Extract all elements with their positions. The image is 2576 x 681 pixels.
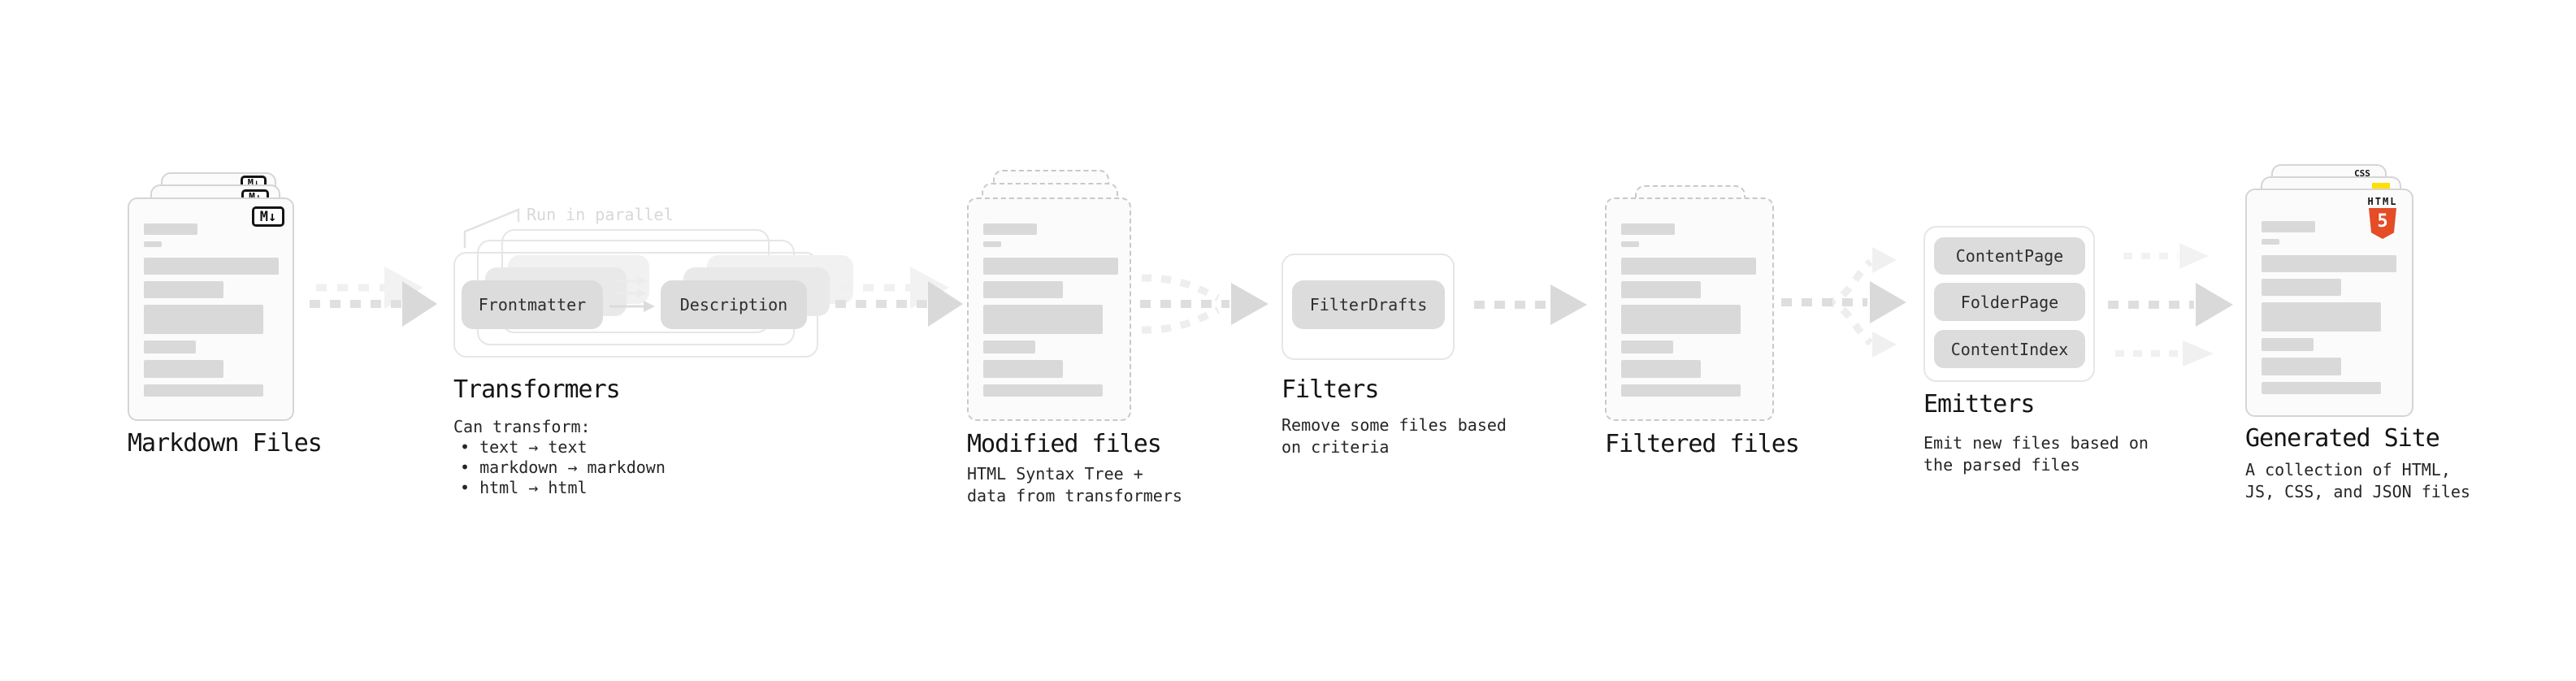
filter-node-filterdrafts: FilterDrafts (1292, 280, 1445, 329)
text-line-bar (983, 360, 1063, 378)
text-line-bar (144, 281, 223, 298)
callout-leader-line (463, 208, 520, 248)
site-desc: A collection of HTML, (2245, 460, 2451, 479)
text-line-bar (983, 241, 1001, 247)
text-line-bar (2262, 239, 2279, 245)
modified-desc: data from transformers (967, 486, 1182, 505)
site-file-html: HTML 5 (2245, 189, 2413, 417)
text-line-bar (2262, 255, 2396, 272)
text-line-bar (2262, 221, 2315, 232)
text-line-bar (983, 340, 1035, 354)
arrow-filters-to-filtered (1474, 284, 1587, 325)
text-line-bar (144, 360, 223, 378)
arrows-frontmatter-to-description (609, 276, 655, 312)
run-in-parallel-callout: Run in parallel (527, 205, 674, 224)
text-line-bar (2262, 338, 2314, 351)
text-line-bar (144, 384, 263, 397)
filtered-file-front (1605, 197, 1774, 421)
arrow-transformers-to-modified (835, 267, 963, 327)
modified-file-front (967, 197, 1131, 421)
text-line-bar (1621, 340, 1673, 354)
stage-label-filtered-files: Filtered files (1605, 430, 1800, 458)
transformers-bullet: • html → html (460, 478, 588, 497)
filters-desc: Remove some files based (1281, 415, 1507, 435)
text-line-bar (144, 241, 162, 247)
emitters-desc: Emit new files based on (1923, 433, 2149, 453)
doc-skeleton (144, 199, 279, 419)
emitter-node-contentpage: ContentPage (1934, 237, 2085, 275)
transformer-node-description: Description (661, 280, 807, 329)
filters-frame (1281, 254, 1455, 360)
emitters-desc: the parsed files (1923, 455, 2080, 475)
stage-label-transformers: Transformers (453, 375, 621, 404)
site-desc: JS, CSS, and JSON files (2245, 482, 2470, 501)
text-line-bar (2262, 279, 2341, 296)
text-line-bar (2262, 358, 2341, 375)
stage-label-emitters: Emitters (1923, 390, 2035, 419)
emitter-node-contentindex: ContentIndex (1934, 330, 2085, 368)
text-line-bar (2262, 302, 2381, 332)
filters-desc: on criteria (1281, 437, 1390, 457)
transformers-bullet: • text → text (460, 437, 588, 457)
arrow-emitters-to-site (2108, 243, 2233, 367)
doc-skeleton (2262, 190, 2397, 415)
text-line-bar (1621, 384, 1741, 397)
text-line-bar (1621, 258, 1756, 275)
text-line-bar (983, 258, 1118, 275)
doc-skeleton (1621, 199, 1758, 419)
html5-icon: HTML 5 (2363, 197, 2402, 239)
emitter-node-folderpage: FolderPage (1934, 283, 2085, 321)
text-line-bar (144, 340, 196, 354)
arrow-modified-to-filters (1140, 274, 1268, 334)
text-line-bar (2262, 382, 2381, 394)
markdown-file-front: M↓ (128, 197, 294, 421)
text-line-bar (1621, 281, 1701, 298)
modified-desc: HTML Syntax Tree + (967, 464, 1143, 484)
emitters-frame (1923, 226, 2095, 382)
arrow-markdown-to-transformers (310, 267, 437, 327)
text-line-bar (983, 281, 1063, 298)
text-line-bar (1621, 241, 1639, 247)
text-line-bar (1621, 305, 1741, 334)
stage-label-markdown-files: Markdown Files (128, 429, 323, 458)
text-line-bar (983, 305, 1103, 334)
text-line-bar (144, 305, 263, 334)
transformers-desc: Can transform: (453, 417, 591, 436)
transformers-bullet: • markdown → markdown (460, 458, 666, 477)
markdown-icon: M↓ (252, 206, 284, 227)
text-line-bar (983, 384, 1103, 397)
text-line-bar (983, 223, 1037, 235)
text-line-bar (1621, 360, 1701, 378)
stage-label-filters: Filters (1281, 375, 1379, 404)
stage-label-modified-files: Modified files (967, 430, 1162, 458)
stage-label-generated-site: Generated Site (2245, 424, 2440, 453)
text-line-bar (144, 223, 197, 235)
arrow-filtered-to-emitters (1781, 247, 1906, 358)
doc-skeleton (983, 199, 1118, 419)
text-line-bar (144, 258, 279, 275)
text-line-bar (1621, 223, 1675, 235)
transformer-node-frontmatter: Frontmatter (462, 280, 603, 329)
